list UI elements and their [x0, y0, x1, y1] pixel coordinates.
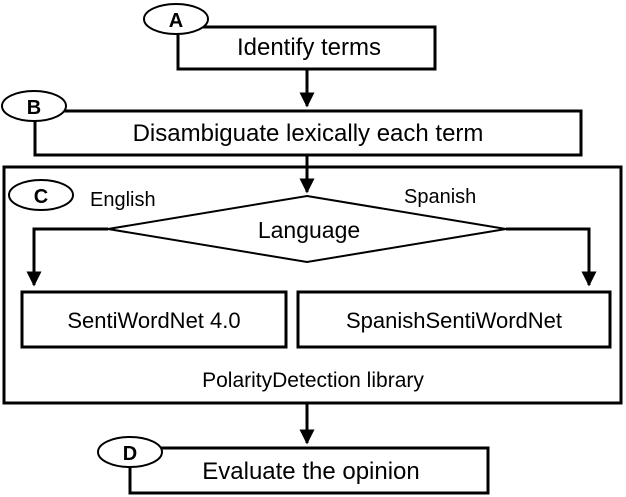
sentiwordnet-box — [20, 290, 288, 349]
step-c-marker-letter: C — [34, 186, 48, 208]
polarity-detection-library-container — [2, 165, 623, 405]
arrow-english-branch — [26, 227, 108, 287]
spanish-sentiwordnet-box — [296, 290, 612, 349]
step-a-marker — [143, 3, 209, 35]
polarity-detection-library-label: PolarityDetection library — [202, 369, 424, 392]
step-a-marker-letter: A — [169, 10, 183, 32]
step-d-marker-letter: D — [123, 443, 137, 465]
step-b-marker-letter: B — [27, 97, 41, 119]
spanish-branch-label: Spanish — [404, 186, 476, 208]
sentiwordnet-label: SentiWordNet 4.0 — [67, 308, 240, 333]
step-b-marker — [1, 90, 67, 122]
step-b-label: Disambiguate lexically each term — [133, 120, 484, 147]
language-decision — [107, 194, 507, 264]
step-a-label: Identify terms — [237, 34, 381, 61]
step-d-box — [128, 446, 490, 495]
language-decision-label: Language — [258, 217, 360, 243]
step-d-marker — [97, 436, 163, 468]
step-d-label: Evaluate the opinion — [202, 458, 420, 485]
english-branch-label: English — [90, 189, 156, 211]
step-c-marker — [8, 179, 74, 211]
arrow-spanish-branch — [506, 227, 597, 287]
spanish-sentiwordnet-label: SpanishSentiWordNet — [346, 308, 562, 333]
